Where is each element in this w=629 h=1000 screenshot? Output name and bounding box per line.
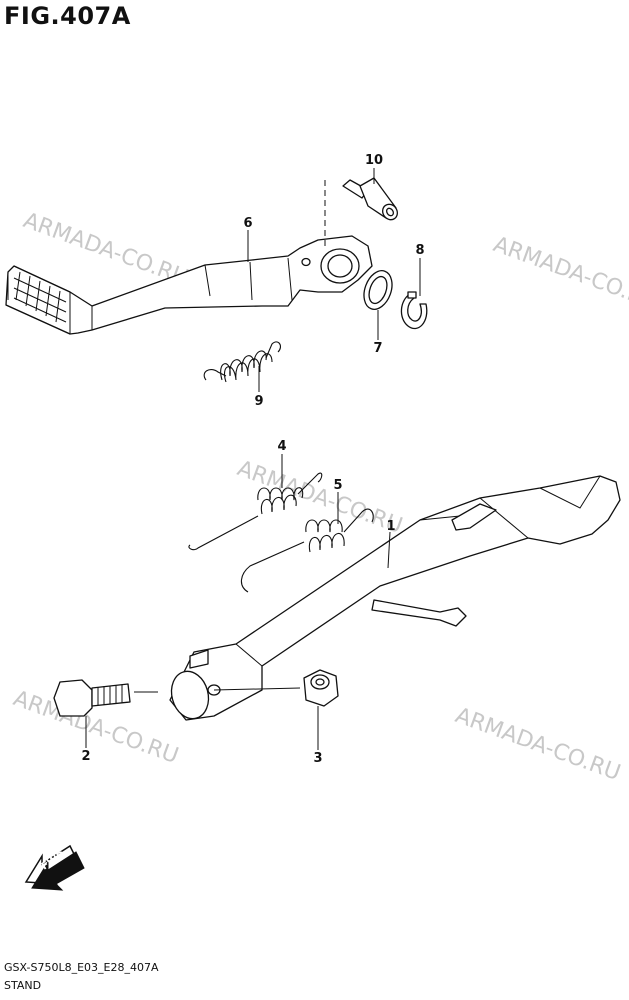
part-8-circlip[interactable] [400,291,428,330]
callout-1: 1 [386,519,395,534]
part-4-spring[interactable] [188,472,323,551]
part-6-lever[interactable] [5,235,373,335]
figure-title: FIG.407A [4,2,131,30]
part-3-nut[interactable] [303,669,339,707]
part-7-washer[interactable] [359,267,397,313]
fwd-arrow-icon: FWD [24,844,85,891]
callout-9: 9 [254,394,263,409]
leader-lines [85,168,421,750]
callout-7: 7 [373,341,382,356]
callout-8: 8 [415,243,424,258]
figure-code: GSX-S750L8_E03_E28_407A [4,961,159,974]
callout-4: 4 [277,439,286,454]
watermark-2: ARMADA-CO.RU [490,232,629,315]
callout-2: 2 [81,749,90,764]
watermark-5: ARMADA-CO.RU [452,703,624,786]
part-10-pin[interactable] [342,177,400,223]
callout-5: 5 [333,478,342,493]
part-2-bolt[interactable] [53,679,158,717]
part-5-spring[interactable] [240,508,374,593]
part-1-side-stand[interactable] [166,475,621,723]
part-9-spring[interactable] [203,341,281,383]
watermark-3: ARMADA-CO.RU [234,456,406,539]
callout-6: 6 [243,216,252,231]
callout-10: 10 [365,153,383,168]
figure-name: STAND [4,979,42,992]
callout-3: 3 [313,751,322,766]
